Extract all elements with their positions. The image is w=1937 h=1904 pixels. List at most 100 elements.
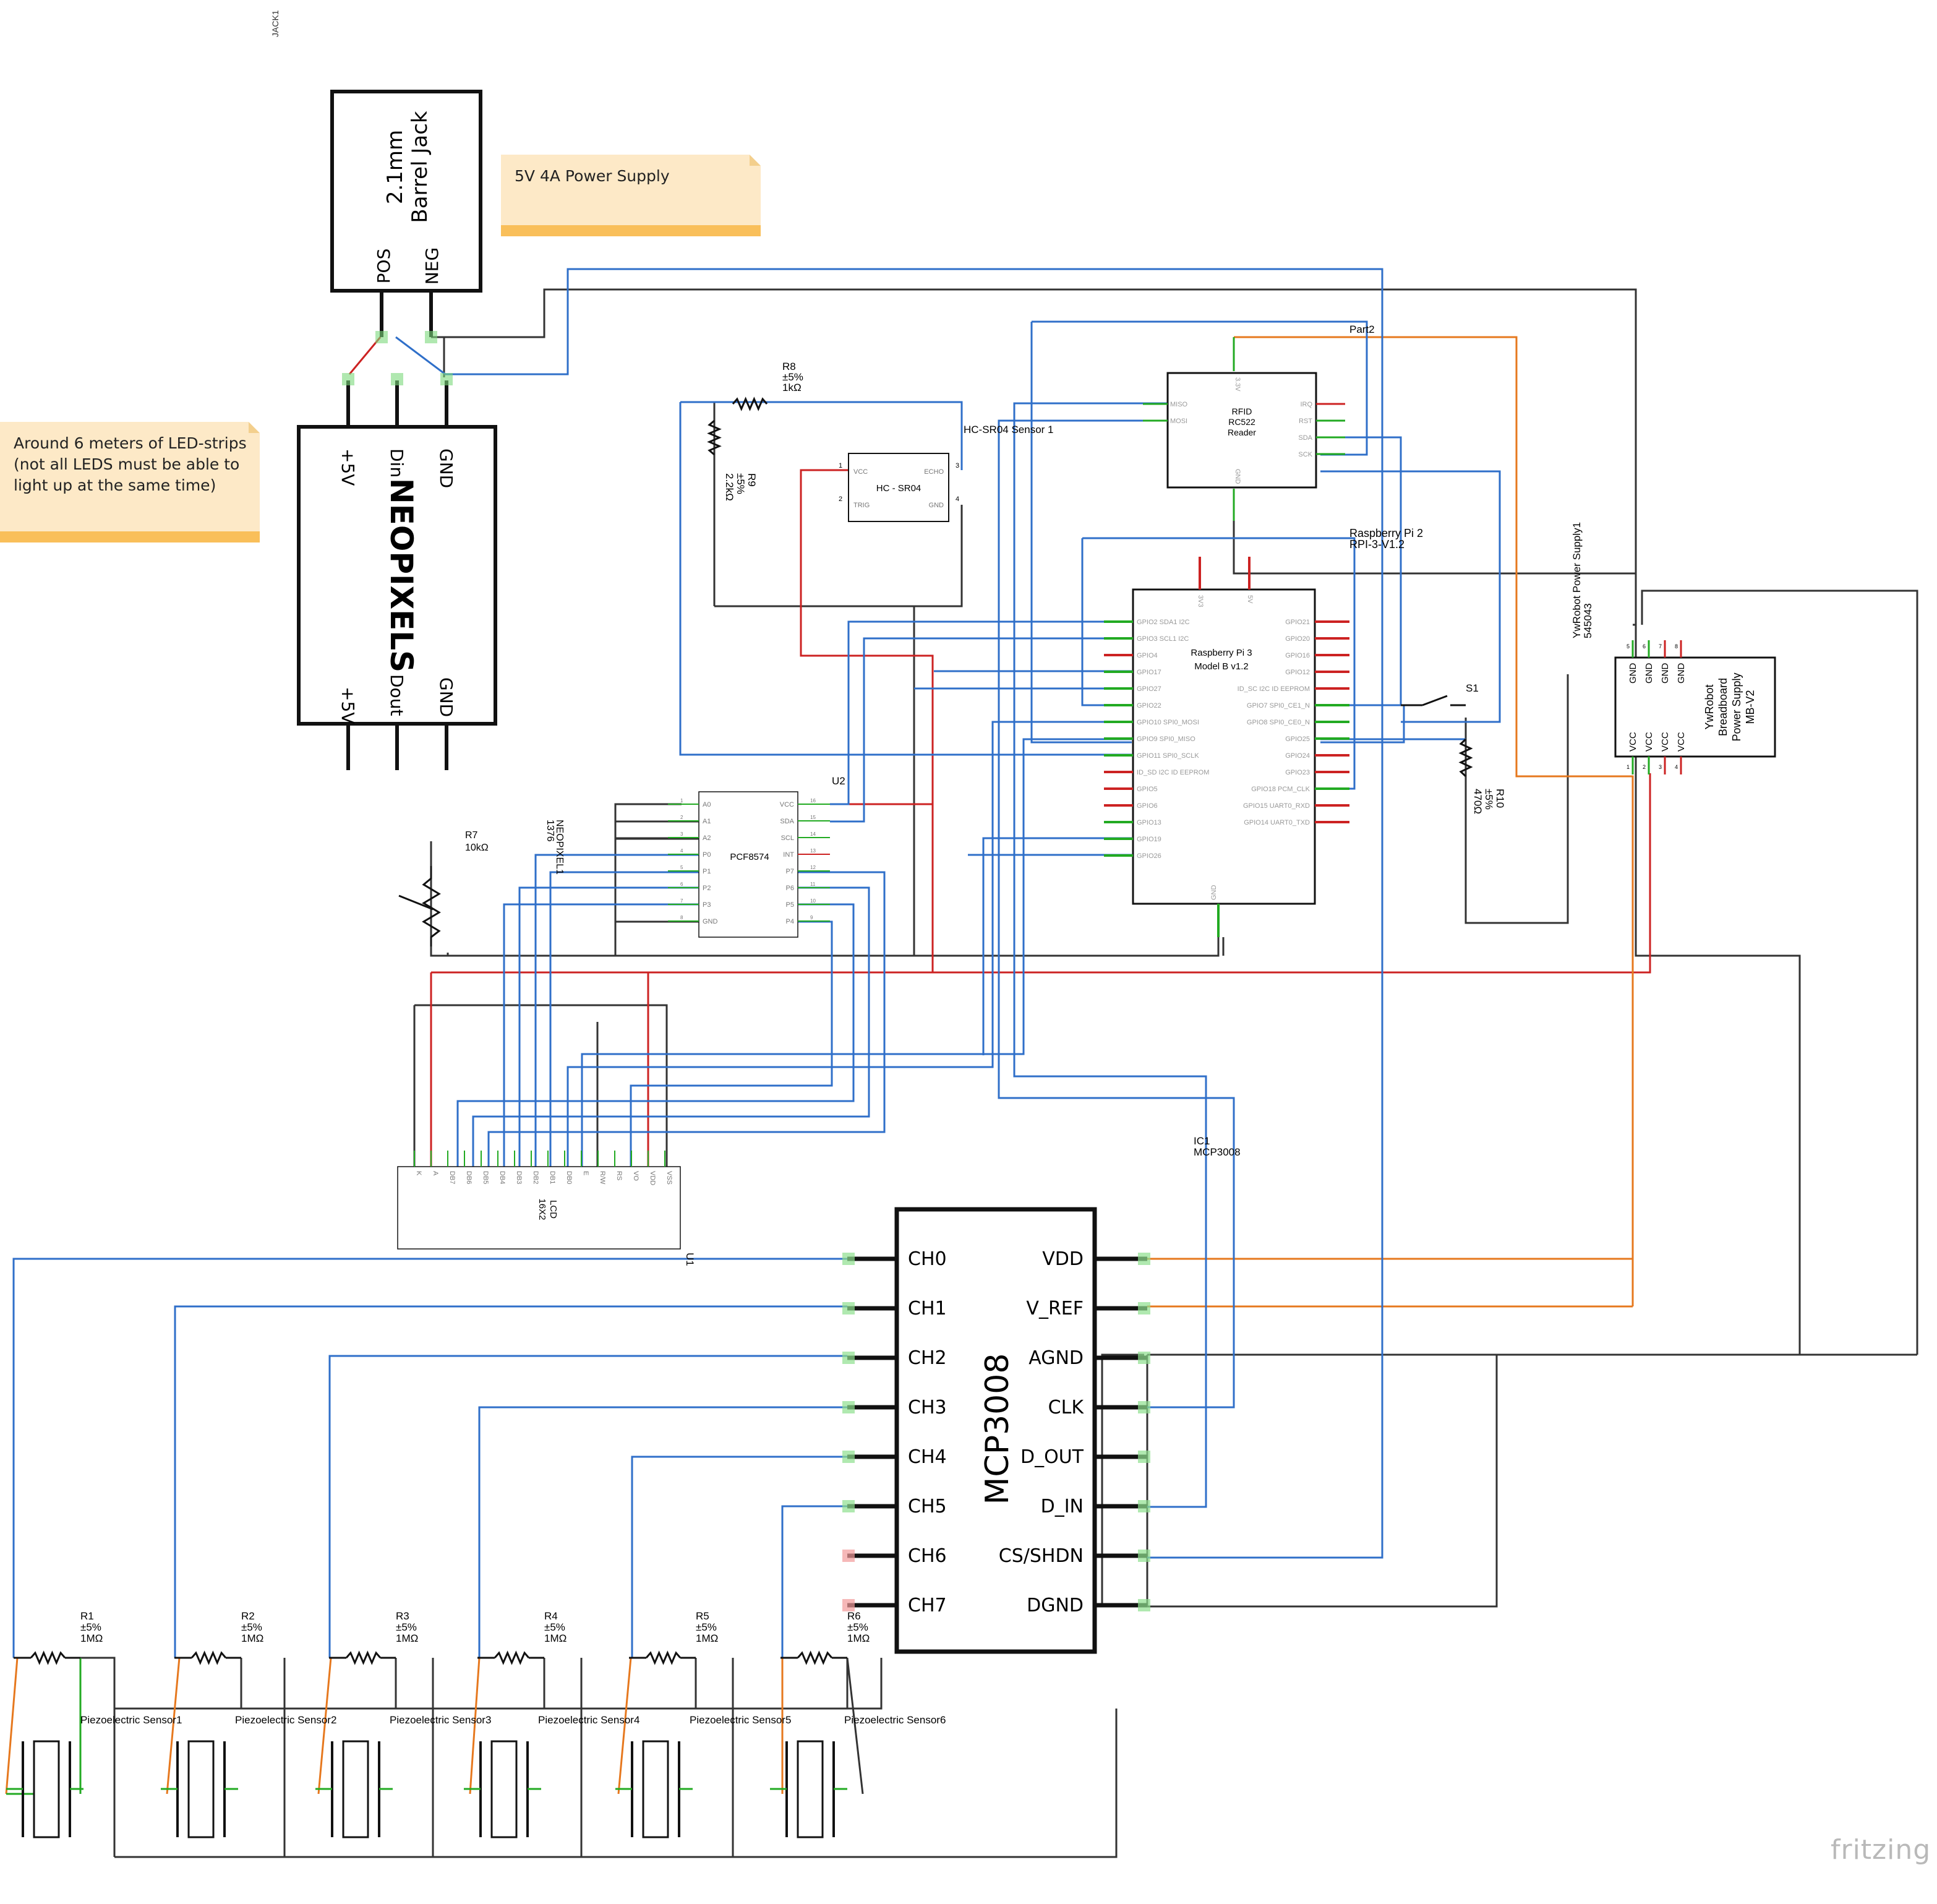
wire — [614, 804, 699, 823]
wire — [456, 903, 855, 1167]
r7-value: 10kΩ — [465, 843, 489, 853]
pcf-labels: A01A12A23P04P15P26P37GND8VCC16SDA15SCL14… — [668, 798, 830, 925]
pcf-right-pin-num: 16 — [810, 798, 816, 804]
pcf-right-pin-label: SDA — [780, 818, 794, 825]
barrel-jack: JACK1 2.1mm Barrel Jack POS NEG — [270, 10, 482, 343]
pin-marker — [1138, 1599, 1150, 1611]
rpi-left-pin-label: GPIO13 — [1137, 819, 1161, 826]
pcf-left-pin-label: P3 — [703, 901, 711, 909]
pin-marker — [842, 1302, 855, 1314]
rpi-right-pin-label: GPIO14 UART0_TXD — [1244, 819, 1310, 826]
neopixel-bottom-pin-2: Dout — [387, 674, 407, 716]
switch-lever — [1422, 695, 1448, 706]
lcd-pin-label: R/W — [599, 1171, 606, 1185]
hc-pin-num: 3 — [956, 462, 959, 470]
rfid-reader: RFID RC522 Reader Part2 MISO MOSI IRQ RS… — [1143, 324, 1375, 489]
rpi-line2: Model B v1.2 — [1194, 661, 1249, 672]
hc-sr04-title: HC - SR04 — [876, 483, 921, 494]
resistor-symbol — [345, 1650, 382, 1665]
neopixel-top-pin-1: +5V — [338, 448, 358, 486]
rpi-left-pin-label: GPIO19 — [1137, 836, 1161, 843]
pin-marker — [1138, 1352, 1150, 1364]
r9-tol: ±5% — [735, 473, 746, 494]
resistor-val: 1MΩ — [396, 1632, 418, 1644]
pin-marker — [1138, 1451, 1150, 1463]
rpi-right-pin-label: GPIO7 SPI0_CE1_N — [1247, 702, 1310, 710]
r10-tol: ±5% — [1483, 789, 1495, 810]
rpi-left-pin-label: ID_SD I2C ID EEPROM — [1137, 769, 1209, 776]
jack-line1: 2.1mm — [383, 130, 408, 204]
mcp-right-pin-label: D_IN — [1041, 1496, 1084, 1517]
wire — [472, 886, 870, 1167]
rpi-right-pin-label: GPIO24 — [1285, 752, 1310, 760]
note-fold — [249, 422, 260, 433]
potentiometer: R7 10kΩ — [398, 830, 489, 946]
resistor-ref: R4 — [544, 1610, 558, 1622]
rpi-left-pin-label: GPIO26 — [1137, 852, 1161, 860]
pin-marker — [1138, 1302, 1150, 1314]
wire — [631, 1456, 847, 1658]
rpi-left-pin-label: GPIO4 — [1137, 652, 1158, 659]
rfid-pin-rst: RST — [1299, 418, 1312, 425]
wire — [1465, 674, 1569, 924]
rfid-line2: RC522 — [1228, 417, 1255, 427]
pcf-right-pin-label: P4 — [786, 918, 794, 925]
pin-marker — [842, 1401, 855, 1413]
resistor-val: 1MΩ — [847, 1632, 870, 1644]
rpi-left-pin-label: GPIO5 — [1137, 786, 1158, 793]
piezo-label: Piezoelectric Sensor1 — [80, 1714, 182, 1726]
pm-pin-num: 4 — [1675, 764, 1678, 770]
mcp-right-pin-label: VDD — [1042, 1248, 1084, 1270]
hc-pin-trig: TRIG — [853, 502, 870, 509]
rfid-line3: Reader — [1228, 427, 1256, 437]
wire — [114, 1658, 883, 1710]
mcp-labels: CH0CH1CH2CH3CH4CH5CH6CH7VDDV_REFAGNDCLKD… — [842, 1248, 1150, 1616]
r9-val: 2.2kΩ — [724, 473, 735, 501]
pin-marker — [1138, 1253, 1150, 1265]
pcf-body — [698, 791, 798, 938]
r9-ref: R9 — [746, 473, 758, 487]
wire — [680, 401, 963, 470]
hc-pin-num: 4 — [956, 495, 959, 503]
wire — [1101, 1353, 1144, 1608]
piezo-crystal — [342, 1740, 369, 1838]
rpi-left-pin-label: GPIO6 — [1137, 802, 1158, 810]
hc-sr04-body — [848, 453, 949, 522]
wire — [431, 469, 934, 974]
pm-pin-num: 8 — [1675, 643, 1678, 650]
rpi-ref1: Raspberry Pi 2 — [1349, 527, 1423, 539]
resistor-val: 1MΩ — [241, 1632, 263, 1644]
hc-pin-echo: ECHO — [924, 468, 944, 476]
wire — [430, 841, 615, 957]
jack-neg-label: NEG — [422, 247, 442, 285]
pcf8574-expander: PCF8574 U2 A01A12A23P04P15P26P37GND8VCC1… — [668, 775, 845, 938]
resistor-tol: ±5% — [396, 1621, 417, 1633]
lcd-pin-label: A — [432, 1171, 439, 1176]
power-module-body — [1614, 656, 1776, 758]
rpi-left-pin-label: GPIO11 SPI0_SCLK — [1137, 752, 1199, 760]
wire — [1641, 590, 1918, 1355]
piezo-crystal — [33, 1740, 60, 1838]
mcp-right-pin-label: D_OUT — [1020, 1446, 1084, 1468]
wire — [998, 419, 1235, 1409]
rpi-right-pin-label: GPIO25 — [1285, 735, 1310, 743]
fritzing-logo: fritzing — [1831, 1834, 1931, 1866]
note-fold — [750, 155, 761, 166]
resistor-symbol — [732, 397, 768, 411]
pin-marker — [842, 1451, 855, 1463]
lcd-pin-label: DB4 — [498, 1171, 506, 1184]
resistor-symbol — [1458, 738, 1473, 778]
wire — [679, 402, 1132, 756]
rfid-ref: Part2 — [1349, 324, 1375, 335]
rfid-line1: RFID — [1232, 406, 1252, 416]
note-bar — [0, 531, 260, 542]
hc-sr04-ref: HC-SR04 Sensor 1 — [964, 424, 1054, 435]
pcf-right-pin-num: 9 — [810, 915, 813, 920]
wire — [567, 721, 1132, 1167]
neopixel-strip: NEOPIXELS NEOPIXEL1 1376 +5V Din GND +5V… — [297, 373, 565, 875]
piezo-label: Piezoelectric Sensor6 — [844, 1714, 946, 1726]
mcp-left-pin-label: CH1 — [908, 1298, 947, 1319]
resistor-tol: ±5% — [80, 1621, 101, 1633]
